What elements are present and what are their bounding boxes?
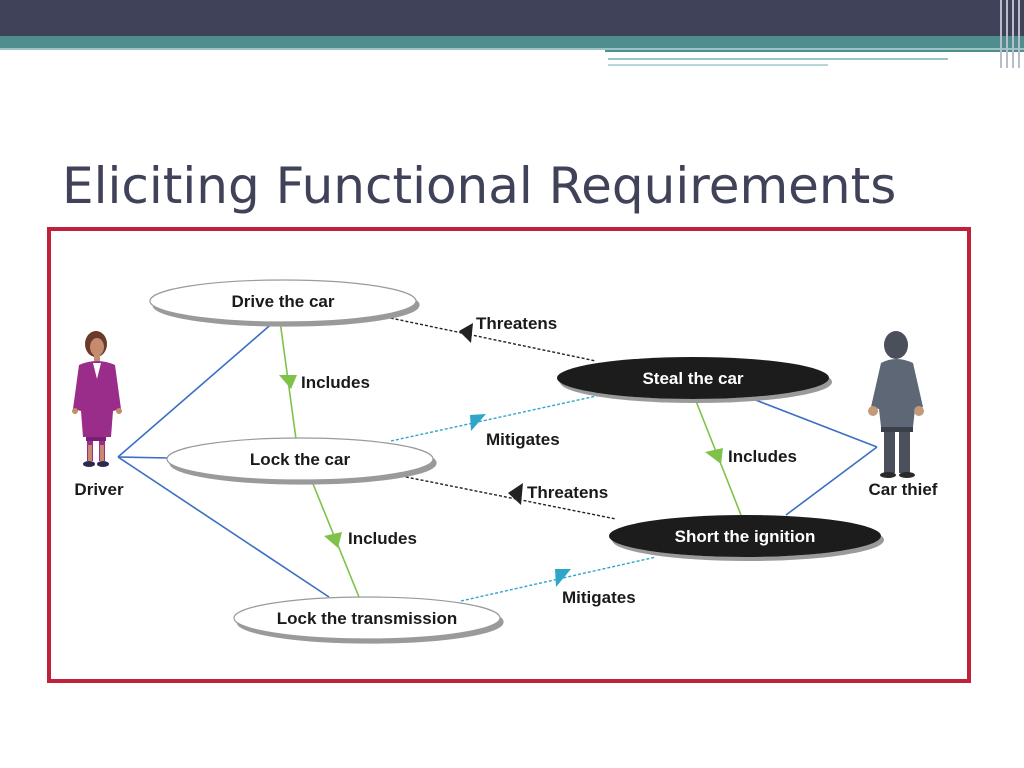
header-accent-rule [608,58,948,60]
relation-label-includes: Includes [301,373,370,392]
use-case-drive-the-car[interactable]: Drive the car [149,279,417,323]
header-accent-line [0,48,1024,50]
threatens-lines [375,314,617,520]
relation-label-threatens: Threatens [476,314,557,333]
includes-arrowhead [279,375,297,389]
use-case-lock-the-car[interactable]: Lock the car [166,437,434,481]
header-bar [0,0,1024,36]
header-side-stripes [998,0,1024,68]
threatens-arrowhead [459,323,473,343]
misuse-case-steal-the-car[interactable]: Steal the car [557,357,829,399]
misuse-case-label: Steal the car [642,369,743,388]
slide-title: Eliciting Functional Requirements [62,157,897,215]
relation-label-threatens: Threatens [527,483,608,502]
relation-label-mitigates: Mitigates [486,430,560,449]
mitigates-arrowhead [555,569,571,587]
use-case-label: Lock the car [250,450,351,469]
relation-label-mitigates: Mitigates [562,588,636,607]
header-accent-band [0,36,1024,48]
relation-label-includes: Includes [728,447,797,466]
header-accent-tab [605,50,1024,68]
car-thief-actor-icon[interactable] [868,331,924,478]
threatens-arrowhead [508,483,523,505]
use-case-label: Lock the transmission [277,609,457,628]
includes-arrowhead [705,448,723,464]
driver-actor-icon[interactable] [72,331,122,467]
includes-arrowhead [324,532,342,548]
use-case-lock-the-transmission[interactable]: Lock the transmission [233,596,501,640]
relation-label-includes: Includes [348,529,417,548]
mitigates-lines [390,394,657,602]
association-lines [117,320,878,598]
actor-label-car-thief: Car thief [869,480,938,499]
diagram-frame: Drive the car Lock the car Lock the tran… [47,227,971,683]
mitigates-arrowhead [470,414,486,431]
misuse-case-diagram: Drive the car Lock the car Lock the tran… [72,279,938,640]
header-accent-rule [608,64,828,66]
actor-label-driver: Driver [74,480,124,499]
misuse-case-short-the-ignition[interactable]: Short the ignition [609,515,881,557]
use-case-label: Drive the car [232,292,335,311]
misuse-case-label: Short the ignition [675,527,816,546]
